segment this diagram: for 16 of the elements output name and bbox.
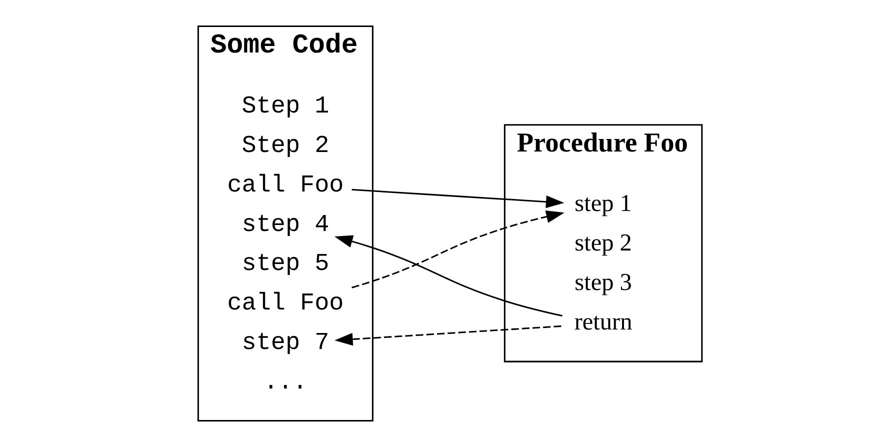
node-text: Step 2 xyxy=(242,132,330,160)
arrow xyxy=(352,210,564,288)
node-text: ... xyxy=(264,370,308,397)
arrow xyxy=(334,325,562,346)
node-text: step 3 xyxy=(574,268,632,296)
node-text: step 4 xyxy=(242,212,330,239)
node-text: Step 1 xyxy=(242,93,330,120)
node-text: step 7 xyxy=(242,330,330,358)
arrow xyxy=(352,188,564,208)
arrow xyxy=(334,235,562,317)
node-text: step 2 xyxy=(574,230,632,257)
node-text: return xyxy=(574,308,632,336)
node-text: call Foo xyxy=(227,172,344,200)
node-text: step 1 xyxy=(574,190,632,218)
node-text: step 5 xyxy=(242,251,330,278)
node-text: call Foo xyxy=(227,290,344,318)
